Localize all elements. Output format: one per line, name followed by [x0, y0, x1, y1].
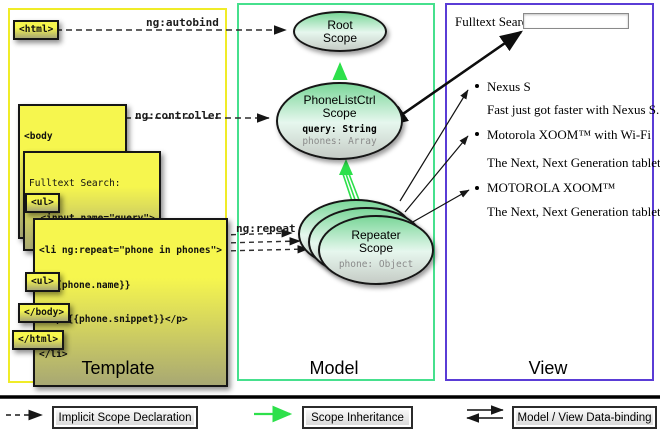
code-line: {{phone.name}}	[39, 279, 131, 291]
legend-scope-inheritance: Scope Inheritance	[302, 406, 413, 429]
repeater-scope-ellipse: Repeater Scope phone: Object	[318, 215, 434, 285]
scope-title: Root	[327, 17, 353, 32]
li-repeat-box: <li ng:repeat="phone in phones"> {{phone…	[33, 218, 229, 387]
phone-item-snippet: Fast just got faster with Nexus S.	[487, 102, 660, 117]
code-line: <body	[24, 131, 53, 142]
root-scope-ellipse: Root Scope	[293, 11, 387, 52]
scope-title: Scope	[358, 241, 394, 255]
scope-title: PhoneListCtrl	[303, 93, 376, 107]
code-line: <p>{{phone.snippet}}</p>	[39, 314, 188, 325]
ng-autobind-label: ng:autobind	[146, 16, 219, 29]
fulltext-search-label: Fulltext Search:	[455, 14, 538, 29]
legend-implicit-scope-declaration: Implicit Scope Declaration	[52, 406, 198, 429]
model-caption: Model	[309, 358, 359, 378]
template-caption: Template	[81, 358, 155, 378]
model-panel	[237, 3, 435, 381]
ng-controller-label: ng:controller	[135, 109, 222, 122]
scope-property: phones: Array	[302, 136, 377, 147]
scope-title: Repeater	[351, 228, 401, 242]
phone-item-snippet: The Next, Next Generation tablet.	[487, 204, 660, 219]
legend-label: Scope Inheritance	[311, 411, 404, 424]
phone-item-title: Nexus S	[487, 79, 531, 94]
bullet-icon	[475, 186, 479, 190]
code-line: <html>	[19, 24, 54, 35]
legend-model-view-data-binding: Model / View Data-binding	[512, 406, 657, 429]
bullet-icon	[475, 84, 479, 88]
scope-property: phone: Object	[338, 259, 414, 270]
phonelistctrl-scope-ellipse: PhoneListCtrl Scope query: String phones…	[276, 82, 403, 160]
legend-label: Model / View Data-binding	[517, 411, 652, 424]
phone-item-title: MOTOROLA XOOM™	[487, 180, 616, 195]
view-caption: View	[528, 358, 568, 378]
phone-item-title: Motorola XOOM™ with Wi-Fi	[487, 127, 652, 142]
code-line: <ul>	[31, 197, 54, 208]
ul-open-box: <ul>	[25, 193, 60, 213]
html-open-box: <html>	[13, 20, 60, 40]
body-close-box: </body>	[18, 303, 71, 323]
ng-repeat-label: ng:repeat	[236, 222, 296, 235]
scope-property: query: String	[302, 124, 377, 135]
code-line: </li>	[39, 348, 68, 360]
bullet-icon	[475, 132, 479, 136]
code-line: </html>	[18, 334, 59, 345]
scope-title: Scope	[322, 106, 357, 120]
legend-label: Implicit Scope Declaration	[58, 411, 192, 424]
html-close-box: </html>	[12, 330, 65, 350]
scope-title: Scope	[322, 30, 358, 45]
fulltext-search-input[interactable]	[523, 13, 629, 29]
code-line: <ul>	[31, 276, 54, 287]
code-line: </body>	[24, 307, 65, 318]
code-line: Fulltext Search:	[29, 178, 121, 189]
ul-close-box: <ul>	[25, 272, 60, 292]
phone-item-snippet: The Next, Next Generation tablet.	[487, 155, 660, 170]
code-line: <li ng:repeat="phone in phones">	[39, 245, 223, 256]
